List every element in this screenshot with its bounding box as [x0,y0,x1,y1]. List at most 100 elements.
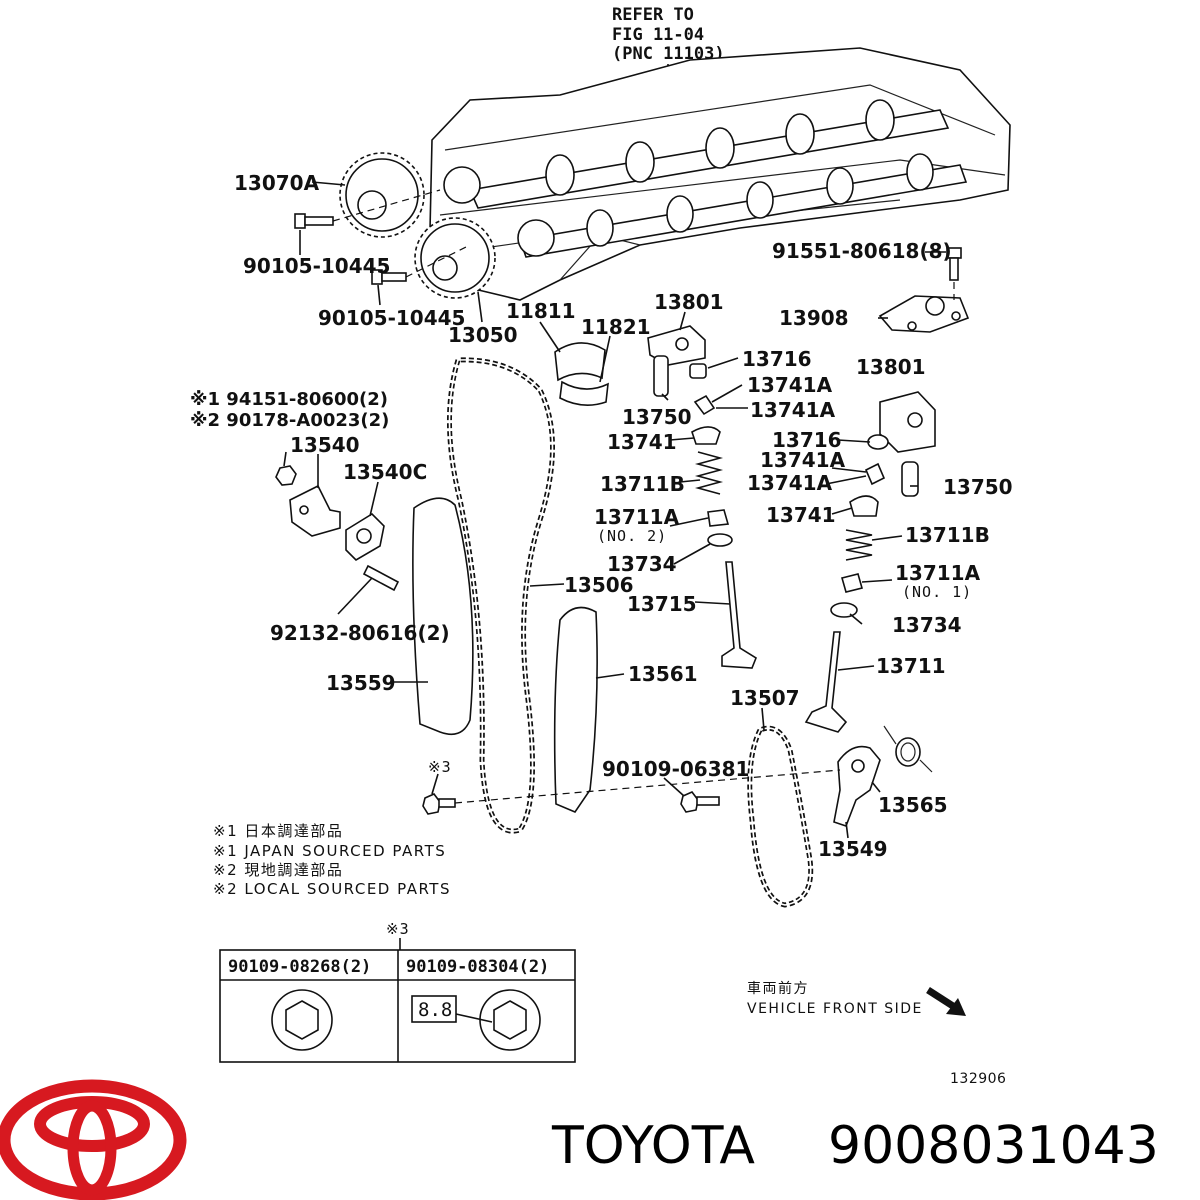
label-13549: 13549 [818,837,888,861]
camshaft-exhaust [518,153,968,258]
valve-13711 [804,631,848,733]
chain-damper-13561 [553,606,598,813]
note-line-3: ※2 現地調達部品 [213,861,343,879]
bolt-grade: 8.8 [418,999,452,1021]
table-mark: ※3 [386,920,410,938]
chain-slipper-13559 [412,497,474,736]
lash-adjuster-13750-right [901,461,919,497]
leader-lines [283,181,946,839]
tensioner-13540 [289,484,341,537]
label-13711A-upper: 13711A [594,505,680,529]
vvt-gear-13050 [414,217,496,299]
label-13716-upper: 13716 [742,347,812,371]
keeper-13741A-right [864,462,886,486]
label-92132: 92132-80616(2) [270,621,450,645]
bolt-91551 [946,247,962,281]
refer-line-1: REFER TO [612,5,694,25]
label-13540C: 13540C [343,460,427,484]
seal-13711A-upper [707,509,730,527]
label-13741-right: 13741 [766,503,836,527]
label-13741-upper: 13741 [607,430,677,454]
spring-13711B-right [845,529,873,561]
note-line-4: ※2 LOCAL SOURCED PARTS [213,880,451,898]
bearing-11821 [559,380,609,406]
label-13050: 13050 [448,323,518,347]
stud-92132 [362,564,400,592]
label-13540: 13540 [290,433,360,457]
bearing-11811 [554,342,606,382]
seat-13734-upper [707,533,733,547]
label-13750-right: 13750 [943,475,1013,499]
label-13711B-upper: 13711B [600,472,685,496]
label-90105-lower: 90105-10445 [318,306,465,330]
label-90105-upper: 90105-10445 [243,254,390,278]
label-x3-bolt: ※3 [428,758,452,776]
label-13741A-4: 13741A [747,471,833,495]
label-13561: 13561 [628,662,698,686]
label-13801-right: 13801 [856,355,926,379]
timing-chain-13506 [447,357,555,834]
oil-pump-chain-13507 [747,725,814,908]
gasket-13540C [345,512,385,562]
pivot-13716-upper [689,363,707,379]
label-90109-06381: 90109-06381 [602,757,749,781]
label-13741A-1: 13741A [747,373,833,397]
bolt-x3 [422,793,456,815]
keeper-13741A-upper [693,394,716,416]
retainer-13741-upper [691,426,721,445]
label-13741A-3: 13741A [760,448,846,472]
label-13750-upper: 13750 [622,405,692,429]
label-13559: 13559 [326,671,396,695]
arrow-icon [926,987,966,1016]
hex-head-icon [271,989,333,1051]
label-11811: 11811 [506,299,576,323]
label-94151: ※1 94151-80600(2) [190,389,388,410]
spring-13711B-upper [694,451,724,495]
nut-94151 [275,465,297,486]
rocker-arm-13801-right [879,391,936,453]
bolt-90109-06381 [680,791,720,813]
front-direction: 車両前方 VEHICLE FRONT SIDE [747,980,966,1017]
table-col-1: 90109-08268(2) [228,957,371,977]
bearing-cap-13908 [878,295,970,333]
bolt-table: ※3 90109-08268(2) 90109-08304(2) 8.8 [219,920,576,1063]
vvt-gear-13070A [339,152,425,238]
seal-13711A-right [841,573,863,593]
label-13734-upper: 13734 [607,552,677,576]
label-90178: ※2 90178-A0023(2) [190,410,389,431]
label-no1: (NO. 1) [902,583,972,601]
camshaft-intake [468,99,950,209]
graded-bolt-icon: 8.8 [411,989,541,1051]
direction-en: VEHICLE FRONT SIDE [747,1001,923,1017]
label-13565: 13565 [878,793,948,817]
label-13716-right: 13716 [772,428,842,452]
label-no2: (NO. 2) [597,527,667,545]
label-13506: 13506 [564,573,634,597]
note-line-2: ※1 JAPAN SOURCED PARTS [213,842,446,860]
direction-jp: 車両前方 [747,980,809,997]
label-13711: 13711 [876,654,946,678]
toyota-logo [0,1079,187,1200]
part-number: 9008031043 [828,1116,1159,1176]
source-notes: ※1 日本調達部品 ※1 JAPAN SOURCED PARTS ※2 現地調達… [213,822,451,898]
tensioner-arm-13549 [833,745,881,828]
note-line-1: ※1 日本調達部品 [213,822,343,840]
lash-adjuster-13750-upper [653,355,669,397]
pivot-13716-right [867,434,889,450]
label-13070A: 13070A [234,171,320,195]
retainer-13741-right [849,495,879,517]
valve-13715 [721,561,757,669]
bolt-90105-upper [294,213,334,229]
label-13715: 13715 [627,592,697,616]
label-13711B-right: 13711B [905,523,990,547]
refer-line-2: FIG 11-04 [612,25,704,45]
cylinder-head [429,47,1011,301]
seat-13734-right [830,602,858,618]
label-13507: 13507 [730,686,800,710]
label-91551: 91551-80618(8) [772,239,952,263]
figure-number: 132906 [950,1071,1006,1087]
spring-13565 [883,725,933,773]
label-13741A-2: 13741A [750,398,836,422]
table-col-2: 90109-08304(2) [406,957,549,977]
